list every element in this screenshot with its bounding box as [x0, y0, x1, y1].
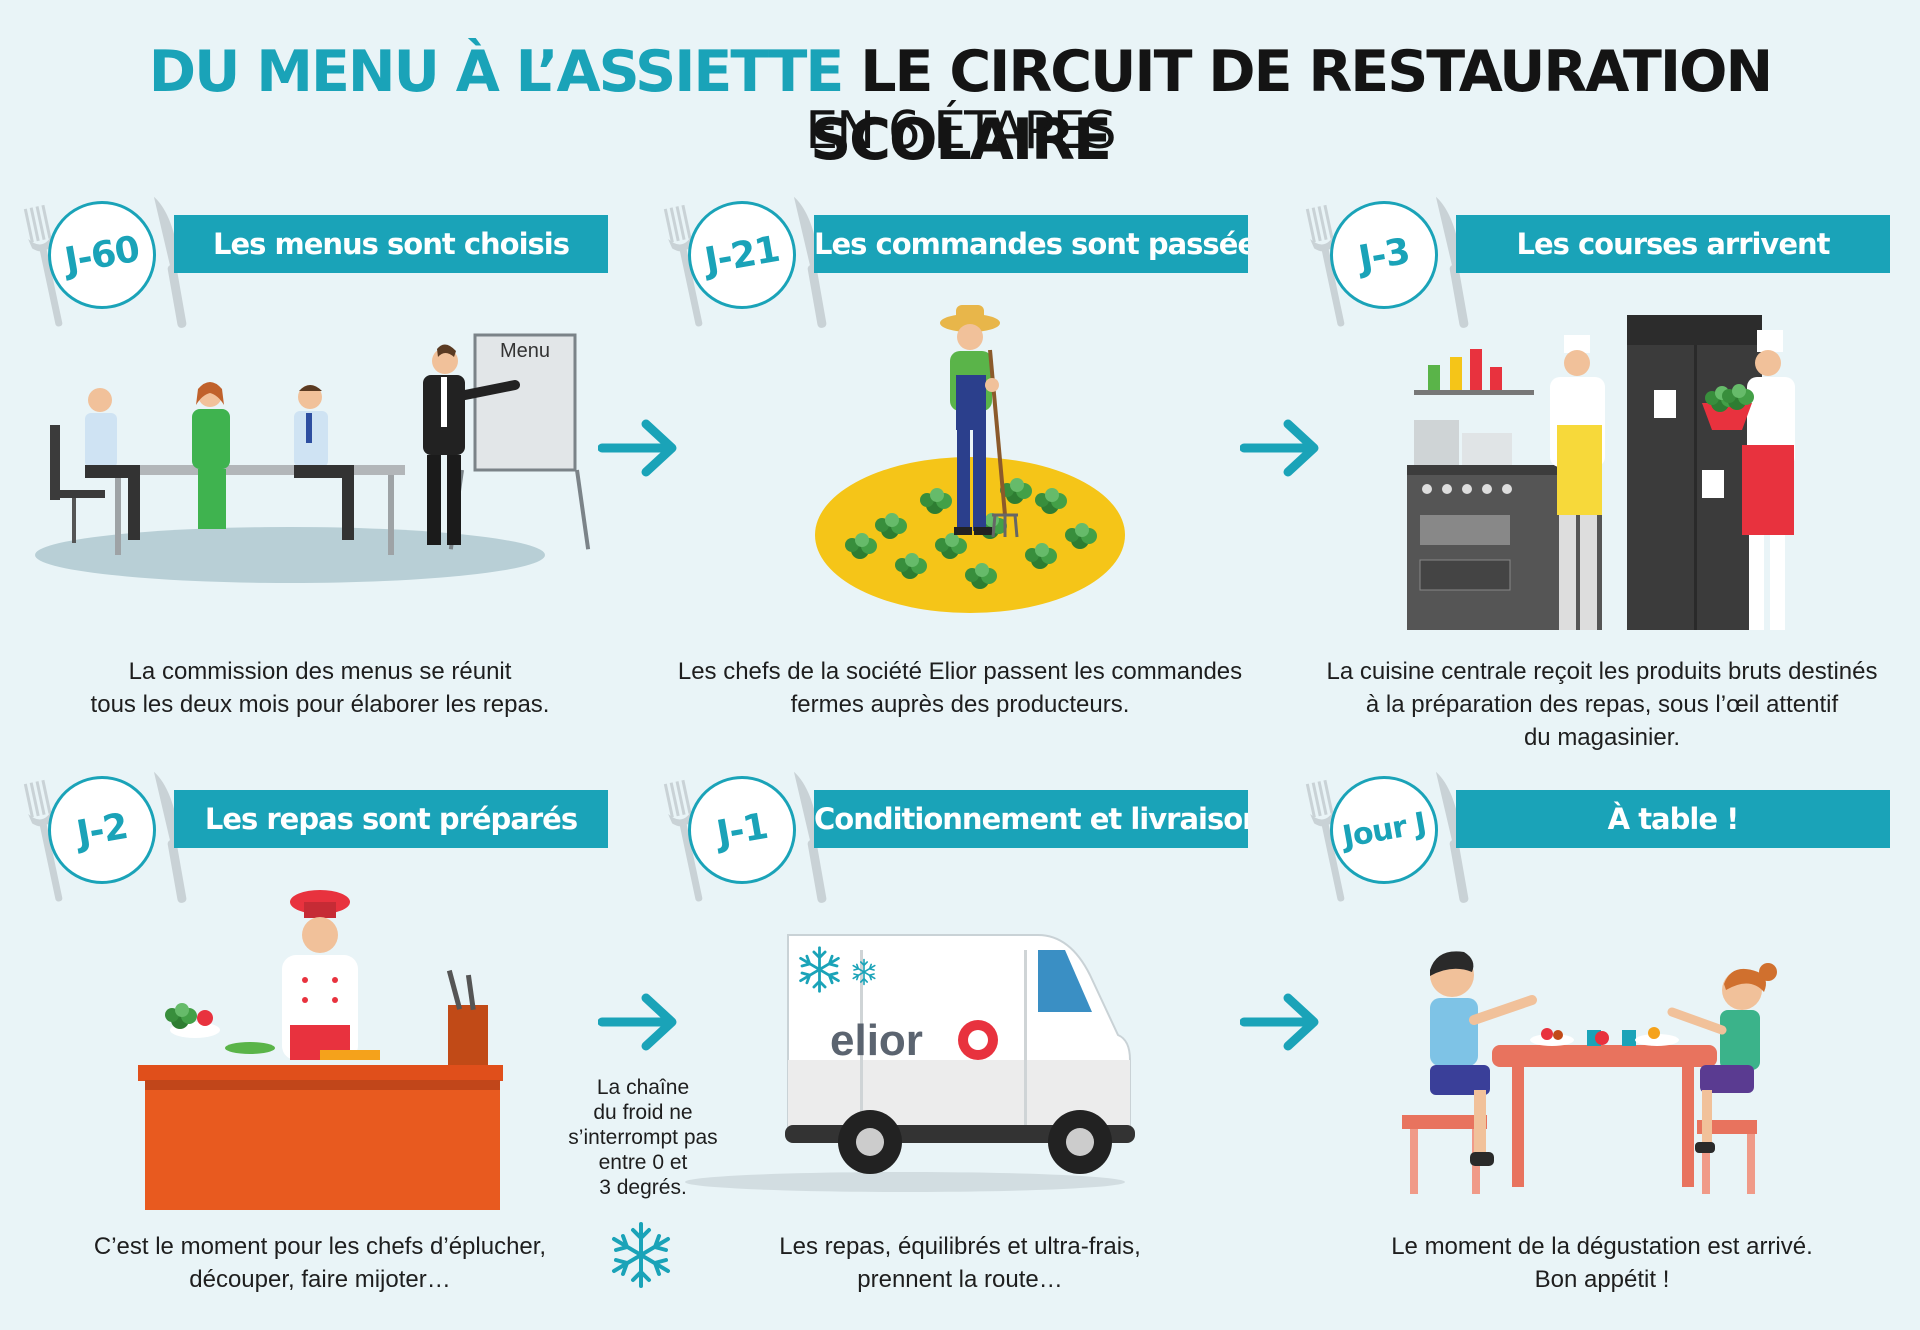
description-line: Les repas, équilibrés et ultra-frais, — [779, 1233, 1141, 1260]
description-line: La cuisine centrale reçoit les produits … — [1326, 658, 1878, 685]
description-line: tous les deux mois pour élaborer les rep… — [90, 691, 550, 718]
cold-chain-line: 3 degrés. — [599, 1176, 687, 1199]
step-4: J-2 Les repas sont préparés C’est le mom… — [20, 767, 620, 1330]
cold-chain-note: La chaîne du froid ne s’interrompt pas e… — [548, 1075, 738, 1200]
farmer-illustration — [815, 305, 1125, 613]
description-line: Les chefs de la société Elior passent le… — [677, 658, 1243, 685]
van-brand-logo: elior — [830, 1016, 923, 1065]
step-1: J-60 Les menus sont choisis Menu — [20, 192, 620, 755]
step-5: J-1 Conditionnement et livraison elior L… — [660, 767, 1260, 1330]
children-eating-illustration — [1402, 951, 1777, 1194]
cold-chain-line: La chaîne — [596, 1076, 690, 1099]
step-title: Les commandes sont passées — [814, 215, 1248, 273]
chef-cooking-illustration — [138, 890, 503, 1210]
step-title: Conditionnement et livraison — [814, 790, 1248, 848]
title-highlight: DU MENU À L’ASSIETTE — [148, 39, 845, 105]
kitchen-illustration — [1407, 315, 1795, 630]
description-line: C’est le moment pour les chefs d’épluche… — [93, 1233, 547, 1260]
meeting-illustration: Menu — [35, 333, 591, 583]
step-description: Les repas, équilibrés et ultra-frais, pr… — [660, 1230, 1260, 1296]
description-line: Le moment de la dégustation est arrivé. — [1391, 1233, 1813, 1260]
step-description: Le moment de la dégustation est arrivé. … — [1302, 1230, 1902, 1296]
description-line: fermes auprès des producteurs. — [790, 691, 1130, 718]
description-line: à la préparation des repas, sous l’œil a… — [1365, 691, 1839, 718]
step-2: J-21 Les commandes sont passées Les chef… — [660, 192, 1260, 755]
description-line: prennent la route… — [857, 1266, 1063, 1293]
cold-chain-line: s’interrompt pas — [568, 1126, 718, 1149]
step-title: Les menus sont choisis — [174, 215, 608, 273]
cold-chain-line: entre 0 et — [598, 1151, 688, 1174]
step-description: La commission des menus se réunit tous l… — [20, 655, 620, 721]
description-line: Bon appétit ! — [1534, 1266, 1670, 1293]
page-title: DU MENU À L’ASSIETTE LE CIRCUIT DE RESTA… — [0, 38, 1920, 174]
page-subtitle: EN 6 ÉTAPES — [805, 101, 1116, 161]
snowflake-icon — [612, 1222, 670, 1288]
arrow-right-icon — [598, 993, 677, 1051]
arrow-right-icon — [598, 419, 677, 477]
step-title: À table ! — [1456, 790, 1890, 848]
description-line: du magasinier. — [1523, 724, 1681, 751]
arrow-right-icon — [1240, 993, 1319, 1051]
step-description: C’est le moment pour les chefs d’épluche… — [20, 1230, 620, 1296]
step-title: Les courses arrivent — [1456, 215, 1890, 273]
step-3: J-3 Les courses arrivent — [1302, 192, 1902, 755]
description-line: découper, faire mijoter… — [189, 1266, 451, 1293]
menu-board-label: Menu — [500, 340, 550, 362]
cold-chain-line: du froid ne — [593, 1101, 693, 1124]
description-line: La commission des menus se réunit — [128, 658, 512, 685]
step-6: Jour J À table ! — [1302, 767, 1902, 1330]
step-description: La cuisine centrale reçoit les produits … — [1302, 655, 1902, 754]
delivery-van-illustration: elior — [685, 934, 1135, 1192]
step-title: Les repas sont préparés — [174, 790, 608, 848]
arrow-right-icon — [1240, 419, 1319, 477]
step-description: Les chefs de la société Elior passent le… — [660, 655, 1260, 721]
title-main: LE CIRCUIT DE RESTAURATION SCOLAIRE — [810, 39, 1773, 173]
